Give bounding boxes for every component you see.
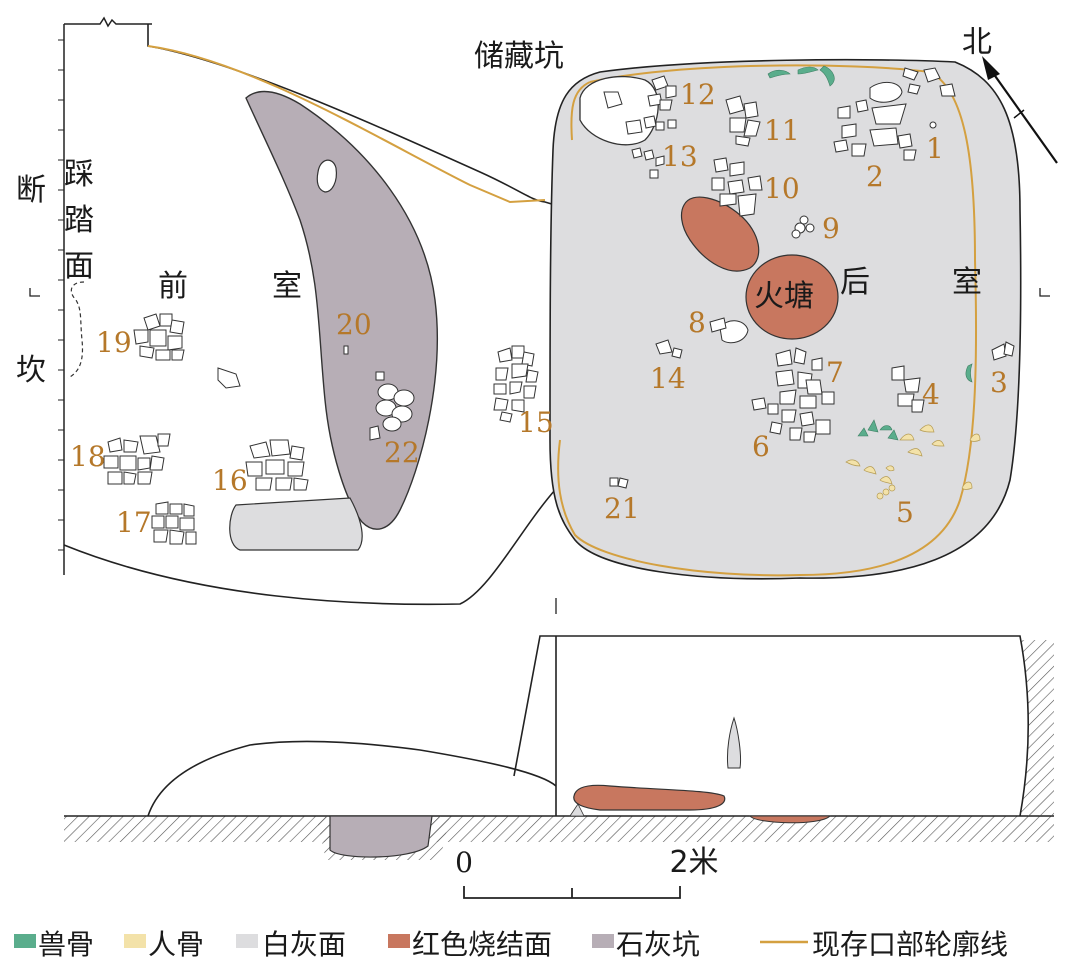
legend-label: 兽骨 <box>38 928 94 961</box>
legend-item-lime-surface: 白灰面 <box>236 928 346 961</box>
fire-pit <box>745 254 839 340</box>
terrace-label-2: 坎 <box>16 353 46 388</box>
north-label: 北 <box>962 25 992 60</box>
marker-13: 13 <box>662 140 698 173</box>
human-bones <box>845 424 981 500</box>
feature-markers: 1 2 3 4 5 6 7 8 9 10 11 12 13 14 15 16 1… <box>70 78 1008 539</box>
marker-12: 12 <box>680 78 716 111</box>
legend: 兽骨 人骨 白灰面 红色烧结面 石灰坑 现存口部轮廓线 <box>14 928 1008 961</box>
marker-5: 5 <box>896 496 914 529</box>
marker-9: 9 <box>822 212 840 245</box>
debris-clusters <box>103 67 1015 545</box>
trampled-label-2: 踏 <box>64 203 94 238</box>
trampled-label-3: 面 <box>64 249 94 284</box>
legend-label: 人骨 <box>148 928 204 961</box>
trampled-surface-bracket <box>67 281 85 379</box>
legend-item-human-bone: 人骨 <box>124 928 204 961</box>
legend-label: 红色烧结面 <box>412 928 552 961</box>
front-room-lime-slab <box>229 497 363 551</box>
scale-end-label: 2米 <box>669 845 718 880</box>
marker-7: 7 <box>826 356 844 389</box>
section-corner-marks <box>29 288 1050 614</box>
back-room-orange-left <box>570 81 591 141</box>
marker-18: 18 <box>70 440 106 473</box>
marker-15: 15 <box>518 406 554 439</box>
legend-item-lime-pit: 石灰坑 <box>592 928 700 961</box>
marker-3: 3 <box>990 366 1008 399</box>
legend-label: 白灰面 <box>262 928 346 961</box>
marker-22: 22 <box>384 436 420 469</box>
terrace-edge-line <box>58 16 152 575</box>
back-room-label-2: 室 <box>952 265 982 300</box>
marker-11: 11 <box>764 114 800 147</box>
marker-16: 16 <box>212 464 248 497</box>
storage-pit-label: 储藏坑 <box>474 39 564 74</box>
marker-14: 14 <box>650 362 686 395</box>
lime-pit-hole <box>316 159 337 193</box>
marker-21: 21 <box>604 492 640 525</box>
terrace-label-1: 断 <box>16 173 46 208</box>
scale-bar: 0 2米 <box>455 845 719 899</box>
legend-item-outline: 现存口部轮廓线 <box>760 928 1008 961</box>
marker-17: 17 <box>116 506 152 539</box>
animal-bones <box>767 65 973 441</box>
section-view <box>64 635 1054 860</box>
marker-20: 20 <box>336 308 372 341</box>
fire-pit-label: 火塘 <box>754 279 814 314</box>
front-room-outline <box>63 24 556 606</box>
front-room-orange-outline <box>147 45 546 204</box>
marker-10: 10 <box>764 172 800 205</box>
legend-item-animal-bone: 兽骨 <box>14 928 94 961</box>
back-room-orange-outline <box>557 64 978 577</box>
trampled-label-1: 踩 <box>64 157 94 192</box>
front-room-label-1: 前 <box>158 269 188 304</box>
legend-item-red-burnt: 红色烧结面 <box>388 928 552 961</box>
north-arrow-icon <box>982 56 1058 164</box>
marker-6: 6 <box>752 430 770 463</box>
marker-2: 2 <box>866 160 884 193</box>
scale-start-label: 0 <box>455 846 473 879</box>
front-room-label-2: 室 <box>272 269 302 304</box>
marker-1: 1 <box>926 132 944 165</box>
legend-label: 现存口部轮廓线 <box>812 928 1008 961</box>
marker-8: 8 <box>688 306 706 339</box>
marker-19: 19 <box>96 326 132 359</box>
back-room-label-1: 后 <box>840 265 870 300</box>
marker-4: 4 <box>922 378 940 411</box>
legend-label: 石灰坑 <box>616 928 700 961</box>
